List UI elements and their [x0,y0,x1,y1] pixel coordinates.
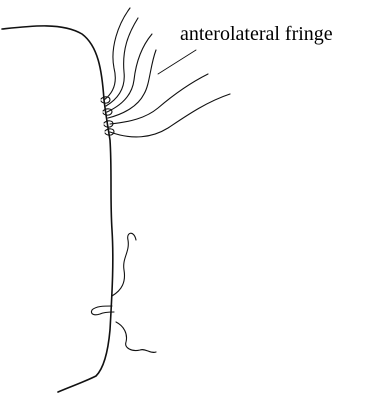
anterolateral-fringe-label: anterolateral fringe [180,23,333,45]
label-leader-line [158,50,196,74]
body-outline [2,26,113,392]
lower-appendage [116,322,156,352]
fringe-filament [104,8,130,100]
fringe-filament [110,94,230,137]
lower-tendril [112,233,136,296]
filament-attachment-loop [101,97,110,103]
